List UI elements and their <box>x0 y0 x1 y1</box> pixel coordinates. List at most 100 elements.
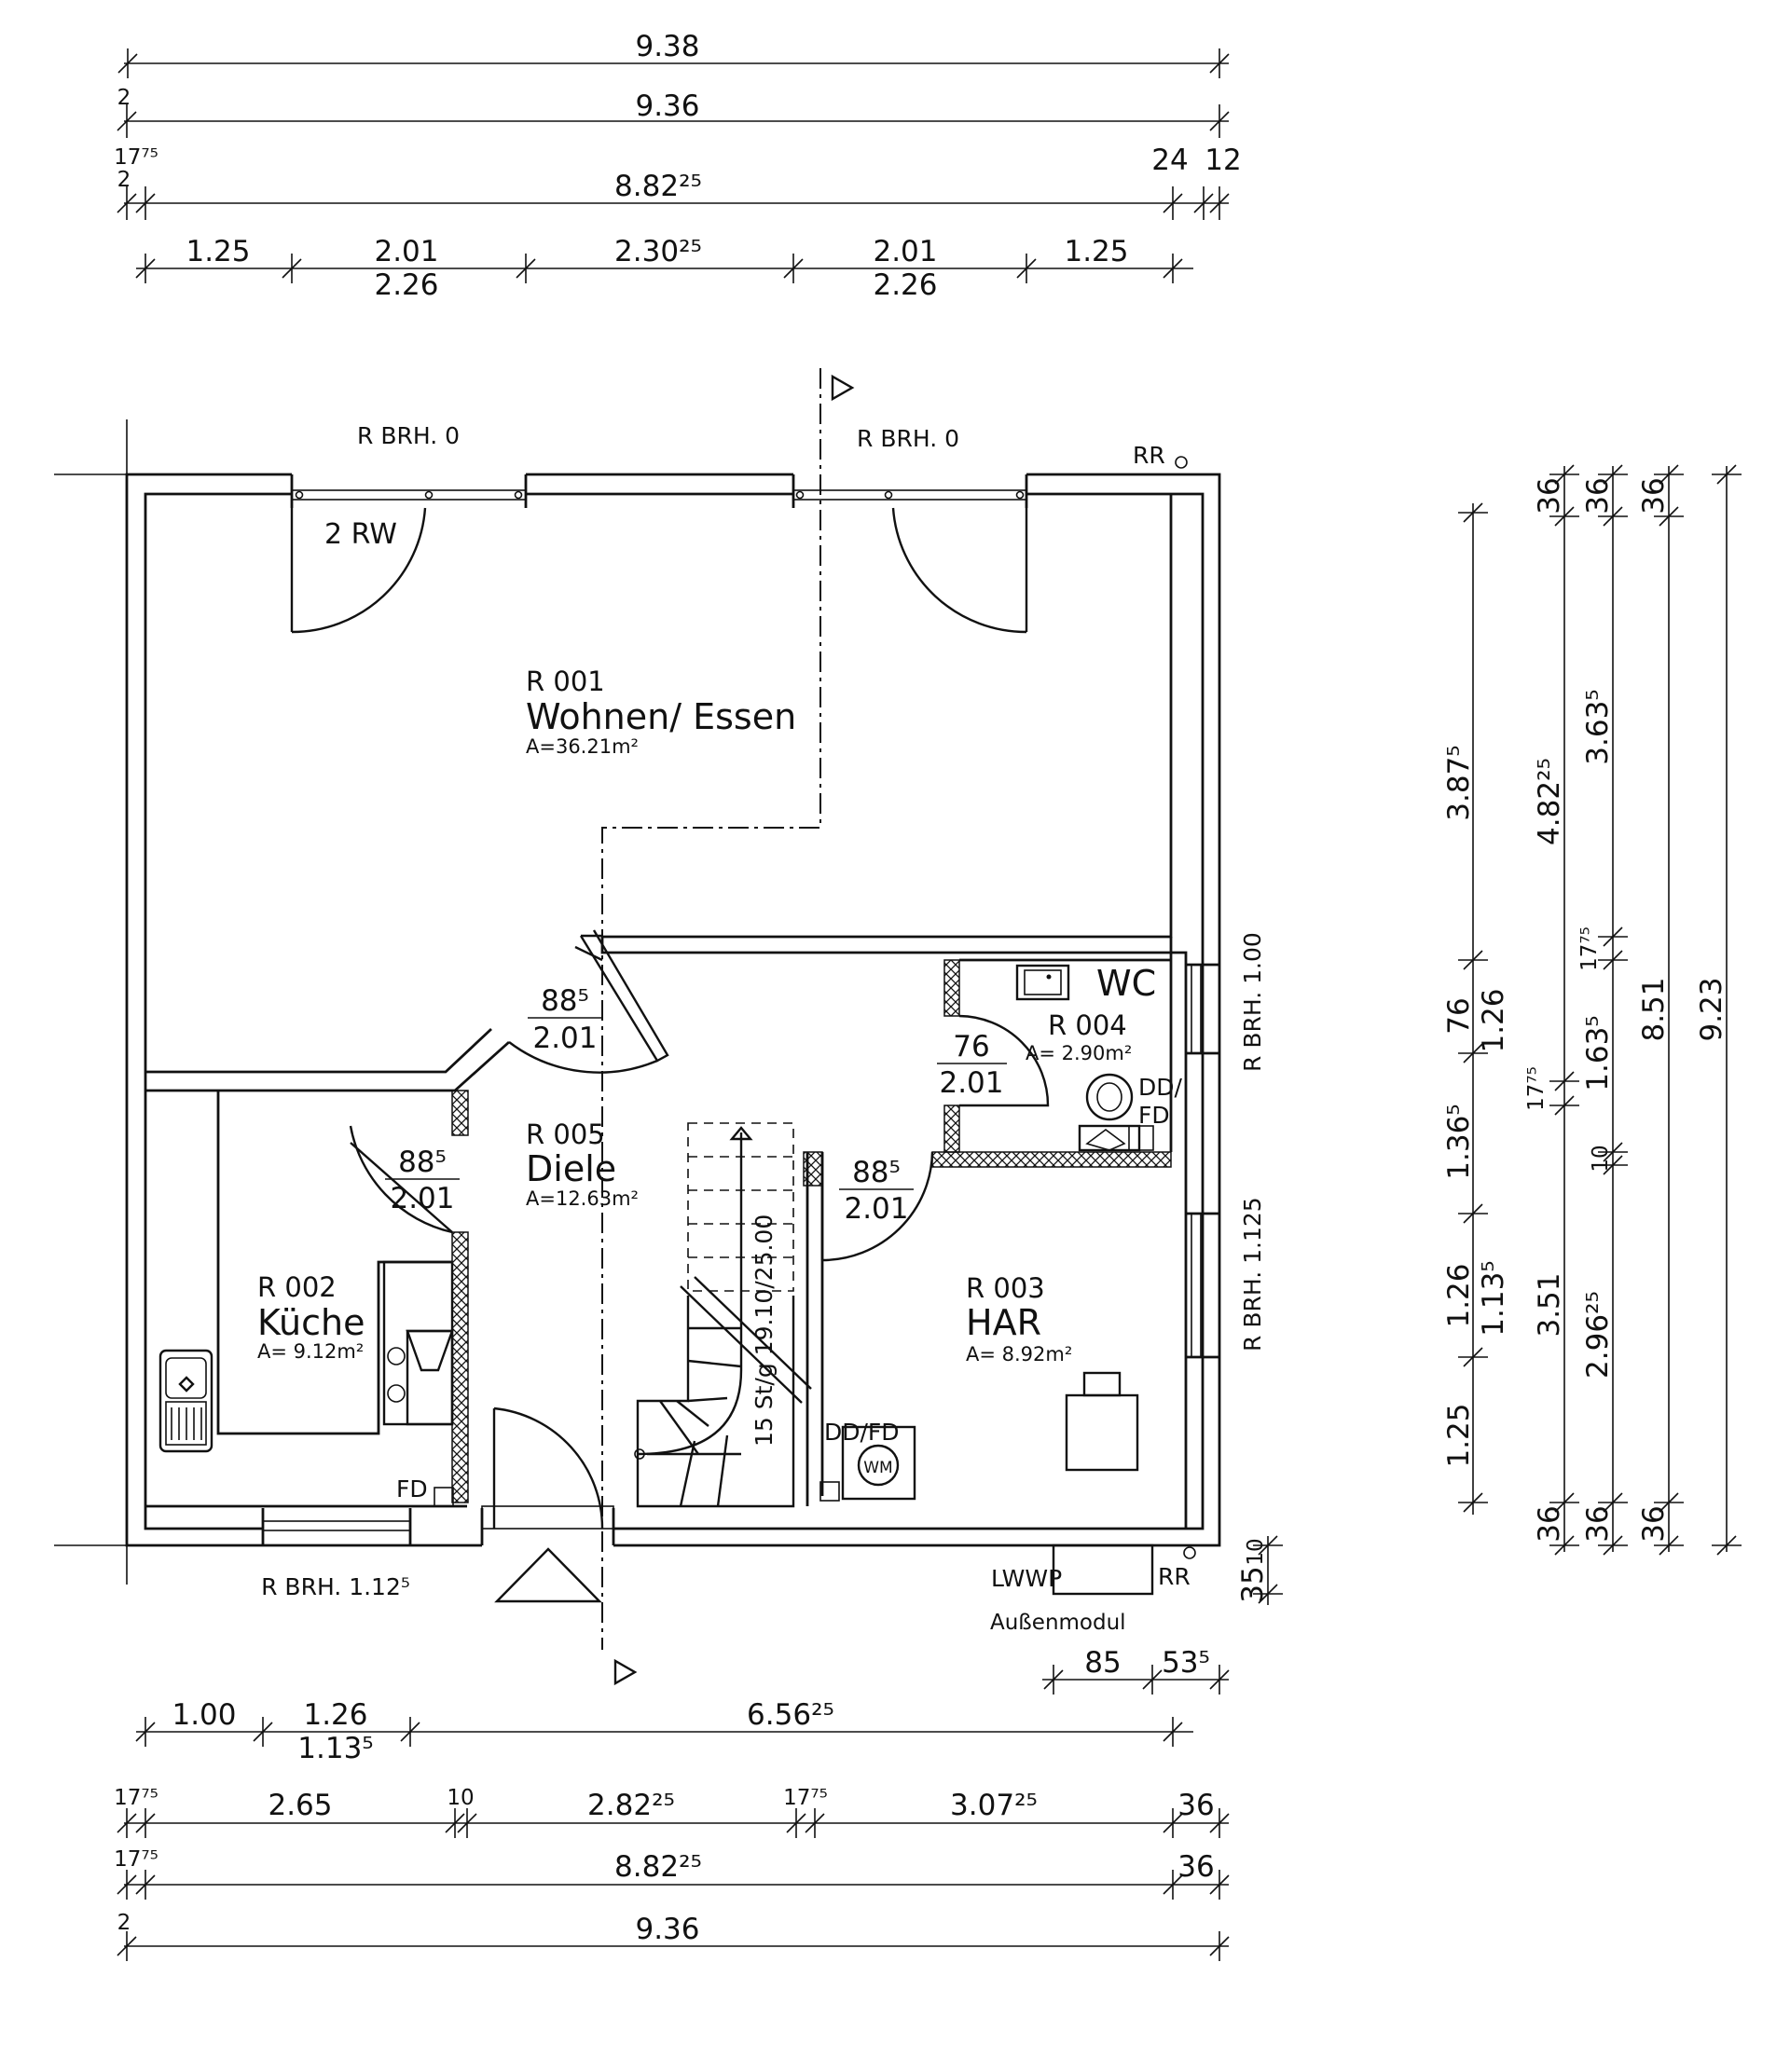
door-4-height: 2.01 <box>844 1192 908 1226</box>
right-dim-col1-5: 1.25 <box>1442 1403 1476 1467</box>
aussenmodul-label: Außenmodul <box>990 1611 1126 1635</box>
right-dim-col3-1: 36 <box>1581 477 1615 514</box>
top-dim-24: 24 <box>1151 144 1188 177</box>
rw-label: 2 RW <box>324 518 397 551</box>
fixtures: WM <box>158 964 1141 1501</box>
door-4-width: 88⁵ <box>852 1156 901 1189</box>
door-2-height: 2.01 <box>390 1182 454 1215</box>
bottom-dim-r2-4: 2.82²⁵ <box>587 1789 675 1822</box>
right-dim-col4-4: 36 <box>1637 1505 1671 1542</box>
top-dim-1775: 17⁷⁵ <box>114 145 158 170</box>
lwwp-depth-2: 10 <box>1244 1538 1268 1565</box>
bottom-dim-r3-1: 17⁷⁵ <box>114 1847 158 1872</box>
bottom-dimension-chains: 1.00 1.26 1.13⁵ 6.56²⁵ 17⁷⁵ 2.65 10 2.82… <box>114 1698 1230 1961</box>
brh-right-lower: R BRH. 1.125 <box>1239 1197 1266 1352</box>
bottom-dim-r2-3: 10 <box>447 1786 474 1810</box>
door-3-width: 76 <box>953 1030 989 1063</box>
bottom-dim-r4-2: 9.36 <box>635 1913 699 1946</box>
annotations: R BRH. 0 R BRH. 0 RR RR R BRH. 1.00 R BR… <box>261 422 1266 1635</box>
room-wc: R 004 WC A= 2.90m² <box>1026 963 1156 1064</box>
room-name: Diele <box>526 1148 616 1189</box>
top-dim-88225: 8.82²⁵ <box>614 170 702 203</box>
right-dim-col4-1: 36 <box>1637 477 1671 514</box>
room-number: R 004 <box>1048 1009 1127 1041</box>
fd-label: FD <box>396 1475 428 1503</box>
rr-top: RR <box>1133 442 1165 469</box>
top-dim-12: 12 <box>1205 144 1241 177</box>
bottom-dim-r2-2: 2.65 <box>268 1789 332 1822</box>
room-area: A= 2.90m² <box>1026 1042 1132 1064</box>
room-number: R 002 <box>257 1271 337 1303</box>
stair-label: 15 St/g 19.10/25.00 <box>750 1214 778 1447</box>
room-name: HAR <box>966 1302 1041 1343</box>
room-name: WC <box>1096 963 1156 1004</box>
top-dim-opening-1: 1.25 <box>186 235 250 268</box>
room-area: A=36.21m² <box>526 735 639 758</box>
wm-label: WM <box>863 1459 892 1477</box>
top-dim-opening-5: 1.25 <box>1064 235 1128 268</box>
room-area: A=12.63m² <box>526 1187 639 1210</box>
bottom-dim-window-2: 1.26 <box>303 1698 367 1732</box>
lwwp-offset: 53⁵ <box>1162 1646 1210 1680</box>
top-dim-offset-2: 2 <box>117 86 131 110</box>
right-dim-col3-4: 1.63⁵ <box>1581 1015 1615 1091</box>
brh-bottom-left: R BRH. 1.12⁵ <box>261 1573 410 1600</box>
room-name: Küche <box>257 1302 365 1343</box>
bottom-dim-window-1: 1.00 <box>172 1698 236 1732</box>
room-wohnen: R 001 Wohnen/ Essen A=36.21m² <box>526 666 796 758</box>
bottom-dim-r2-6: 3.07²⁵ <box>950 1789 1038 1822</box>
right-dim-col5-1: 9.23 <box>1695 977 1728 1041</box>
room-number: R 005 <box>526 1118 605 1150</box>
right-dim-col3-2: 4.82²⁵ <box>1533 758 1566 845</box>
room-kueche: R 002 Küche A= 9.12m² <box>257 1271 365 1363</box>
section-axes <box>601 368 855 1686</box>
bottom-dim-r3-3: 36 <box>1177 1850 1214 1884</box>
room-area: A= 8.92m² <box>966 1343 1072 1365</box>
door-labels: 88⁵ 2.01 88⁵ 2.01 76 2.01 88⁵ 2.01 <box>385 984 1007 1226</box>
room-area: A= 9.12m² <box>257 1340 364 1363</box>
brh-right-upper: R BRH. 1.00 <box>1239 932 1266 1072</box>
room-har: R 003 HAR A= 8.92m² <box>966 1272 1072 1365</box>
right-dim-col3-5: 10 <box>1589 1145 1613 1172</box>
top-dim-height-2: 2.26 <box>873 268 937 302</box>
lwwp-dimensions: 85 53⁵ 35 10 <box>1042 1535 1283 1695</box>
interior-walls <box>145 494 1188 1529</box>
top-dim-overall-1: 9.38 <box>635 30 699 63</box>
right-dim-col4-3: 8.51 <box>1637 977 1671 1041</box>
lwwp-width: 85 <box>1084 1646 1121 1680</box>
lwwp-label: LWWP <box>991 1565 1062 1592</box>
bottom-dim-r2-1: 17⁷⁵ <box>114 1786 158 1810</box>
bottom-dim-r4-1: 2 <box>117 1911 131 1935</box>
windows <box>262 489 1202 1531</box>
door-1-height: 2.01 <box>532 1022 597 1055</box>
bottom-dim-r2-7: 36 <box>1177 1789 1214 1822</box>
dd-fd-har: DD/FD <box>824 1419 900 1446</box>
room-name: Wohnen/ Essen <box>526 696 796 737</box>
right-dim-col2-2: 1.26 <box>1477 988 1510 1052</box>
top-dimension-chains: 9.38 2 9.36 17⁷⁵ 2 8.82²⁵ 24 12 1.25 2.0… <box>114 30 1242 302</box>
door-3-height: 2.01 <box>939 1066 1003 1100</box>
bottom-dim-r3-2: 8.82²⁵ <box>614 1850 702 1884</box>
right-dim-col2-1: 36 <box>1533 477 1566 514</box>
door-2-width: 88⁵ <box>398 1146 447 1179</box>
dd-fd-wc-top: DD/ <box>1138 1074 1183 1101</box>
lwwp-depth: 35 <box>1236 1566 1270 1602</box>
right-dim-col4-2: 3.63⁵ <box>1581 689 1615 764</box>
right-dim-col1-2: 76 <box>1442 997 1476 1034</box>
right-dim-col2-5: 36 <box>1533 1505 1566 1542</box>
stair: 15 St/g 19.10/25.00 <box>634 1122 812 1508</box>
brh-top-left: R BRH. 0 <box>357 422 460 449</box>
right-dimension-chains: 3.87⁵ 76 1.36⁵ 1.26 1.25 36 1.26 17⁷⁵ 1.… <box>1442 464 1742 1556</box>
brh-top-right: R BRH. 0 <box>857 425 959 452</box>
rr-bottom: RR <box>1158 1563 1191 1590</box>
top-dim-opening-3: 2.30²⁵ <box>614 235 702 268</box>
door-1-width: 88⁵ <box>541 984 589 1018</box>
top-dim-overall-2: 9.36 <box>635 89 699 123</box>
dd-fd-wc-bottom: FD <box>1138 1102 1170 1129</box>
top-dim-opening-2: 2.01 <box>374 235 438 268</box>
room-number: R 003 <box>966 1272 1045 1304</box>
top-dim-height-1: 2.26 <box>374 268 438 302</box>
right-dim-col2-3: 17⁷⁵ <box>1524 1066 1549 1111</box>
right-dim-col3-7: 2.96²⁵ <box>1581 1291 1615 1379</box>
